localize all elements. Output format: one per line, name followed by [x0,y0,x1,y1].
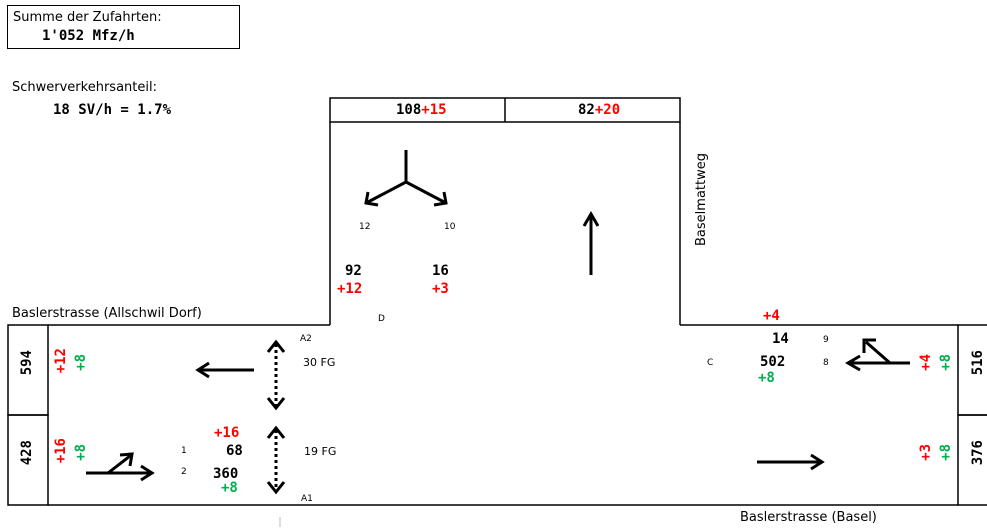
west-upper-green: +8 [73,354,89,371]
pedestrian-count-upper: 30 FG [303,356,336,369]
stream-2-value: 360 [213,466,239,482]
stream-9-value: 14 [772,331,789,347]
approach-c-top-add: +4 [763,308,780,324]
node-d-label: D [378,314,385,324]
street-east-label: Baslerstrasse (Basel) [740,510,877,525]
heavy-traffic-label: Schwerverkehrsanteil: [12,80,157,95]
north-right-add: +20 [594,102,621,118]
north-left-add: +15 [421,102,447,118]
stream-1-id: 1 [181,446,187,456]
stream-10-id: 10 [444,222,456,232]
north-left-count: 108+15 [396,102,447,118]
heavy-traffic-value: 18 SV/h = 1.7% [53,102,172,118]
eastbound-left-arrow [86,452,155,482]
street-north-label: Baselmattweg [694,153,709,246]
summary-box: Summe der Zufahrten: 1'052 Mfz/h [7,5,240,49]
stream-10-value: 16 [432,263,449,279]
street-west-label: Baslerstrasse (Allschwil Dorf) [12,306,202,321]
east-lower-green: +8 [938,444,954,461]
stream-12-add: +12 [337,281,363,297]
stream-12-id: 12 [359,222,371,232]
stream-1-value: 68 [226,443,243,459]
stream-8-id: 8 [823,358,829,368]
west-lower-red: +16 [53,438,69,464]
stream-8-green: +8 [758,370,775,386]
east-lower-red: +3 [918,444,934,461]
pedestrian-crossing-arrow [266,339,286,495]
west-upper-total: 594 [19,350,35,376]
node-a1-label: A1 [301,494,313,504]
stream-2-id: 2 [181,467,187,477]
approach-a-top-add: +16 [214,425,240,441]
north-split-arrow [364,150,448,207]
westbound-arrow [195,361,254,379]
summary-label: Summe der Zufahrten: [13,10,162,25]
west-lower-box [7,414,49,506]
east-lower-box [957,414,987,506]
stream-9-id: 9 [823,335,829,345]
north-up-arrow [582,211,600,275]
north-right-value: 82 [578,102,595,118]
north-left-value: 108 [396,102,422,118]
east-upper-green: +8 [938,354,954,371]
stream-8-value: 502 [760,354,786,370]
east-upper-red: +4 [918,354,934,371]
node-a2-label: A2 [300,334,312,344]
pedestrian-count-lower: 19 FG [304,445,337,458]
west-upper-red: +12 [53,348,69,374]
north-right-count: 82+20 [578,102,620,118]
stream-2-green: +8 [221,480,238,496]
stream-12-value: 92 [345,263,362,279]
east-upper-total: 516 [970,350,986,376]
node-c-label: C [707,358,714,368]
west-lower-green: +8 [73,444,89,461]
east-approach-arrow [845,338,910,372]
stream-10-add: +3 [432,281,449,297]
west-lower-total: 428 [19,440,35,466]
summary-value: 1'052 Mfz/h [42,28,135,44]
east-lower-total: 376 [970,440,986,466]
eastbound-right-arrow [757,453,825,471]
